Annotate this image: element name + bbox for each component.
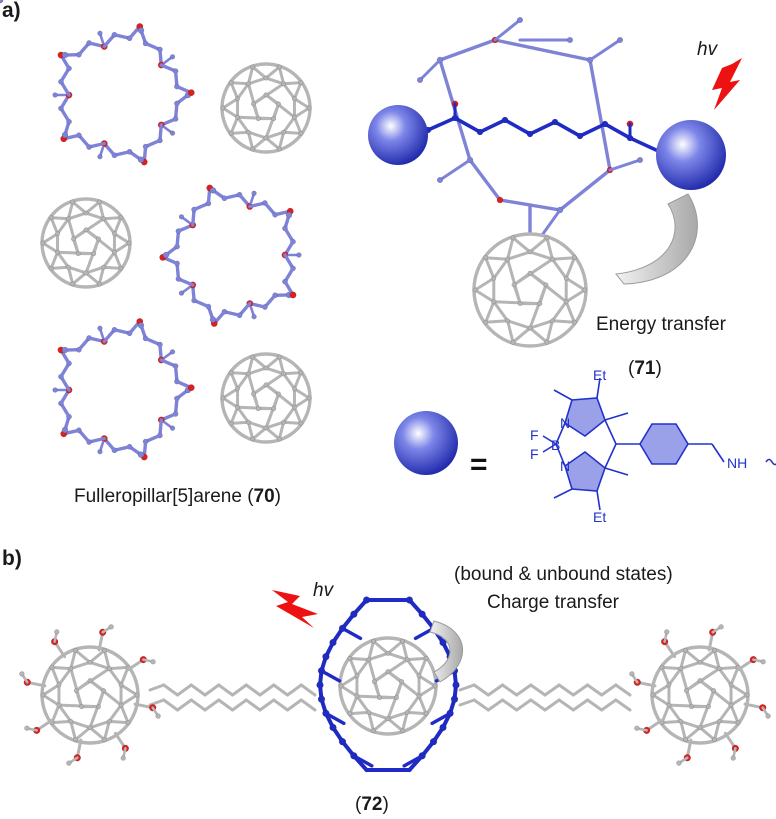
ethyl-label-top: Et <box>593 367 606 383</box>
fullerene-71 <box>473 234 587 346</box>
compound-70-number: 70 <box>254 486 275 507</box>
fullerene-c60 <box>221 354 312 442</box>
compound-72-number: 72 <box>361 794 382 815</box>
panel-label-a: a) <box>2 0 21 22</box>
caption-72: (72) <box>355 794 389 815</box>
bodipy-structure <box>543 378 776 510</box>
bound-unbound-note: (bound & unbound states) <box>454 564 673 585</box>
caption-70: Fulleropillar[5]arene (70) <box>74 486 281 507</box>
caption-71: (71) <box>628 358 662 379</box>
fullerene-c60 <box>221 64 312 152</box>
pillararene-macrocycle <box>0 0 301 327</box>
energy-transfer-label: Energy transfer <box>596 314 727 335</box>
fluorine-label-1: F <box>530 427 539 443</box>
lightning-icon <box>712 58 742 110</box>
compound-71-number: 71 <box>634 358 656 379</box>
fullerene-72 <box>339 638 437 734</box>
ethyl-label-bottom: Et <box>593 509 606 525</box>
hv-label-72: hv <box>313 580 335 601</box>
silsesquioxane-cage-right <box>629 624 770 765</box>
bodipy-sphere-left <box>368 105 428 165</box>
lightning-icon <box>272 590 318 628</box>
pillararene-macrocycle <box>0 0 194 165</box>
boron-label: B <box>551 437 560 453</box>
bodipy-sphere-right <box>656 120 726 190</box>
hv-label-71: hv <box>697 39 719 60</box>
compound-70-name: Fulleropillar[5]arene <box>74 486 242 507</box>
nitrogen-label-2: N <box>560 458 570 474</box>
charge-transfer-label: Charge transfer <box>487 592 620 613</box>
fluorine-label-2: F <box>530 446 539 462</box>
equals-sign: = <box>470 448 488 481</box>
bodipy-sphere-key <box>394 411 458 475</box>
panel-label-b: b) <box>2 547 22 570</box>
energy-transfer-arrow <box>616 194 697 284</box>
nitrogen-label-1: N <box>560 415 570 431</box>
fullerene-c60 <box>41 199 132 287</box>
silsesquioxane-cage-left <box>19 624 160 765</box>
amine-label: NH <box>727 455 747 471</box>
